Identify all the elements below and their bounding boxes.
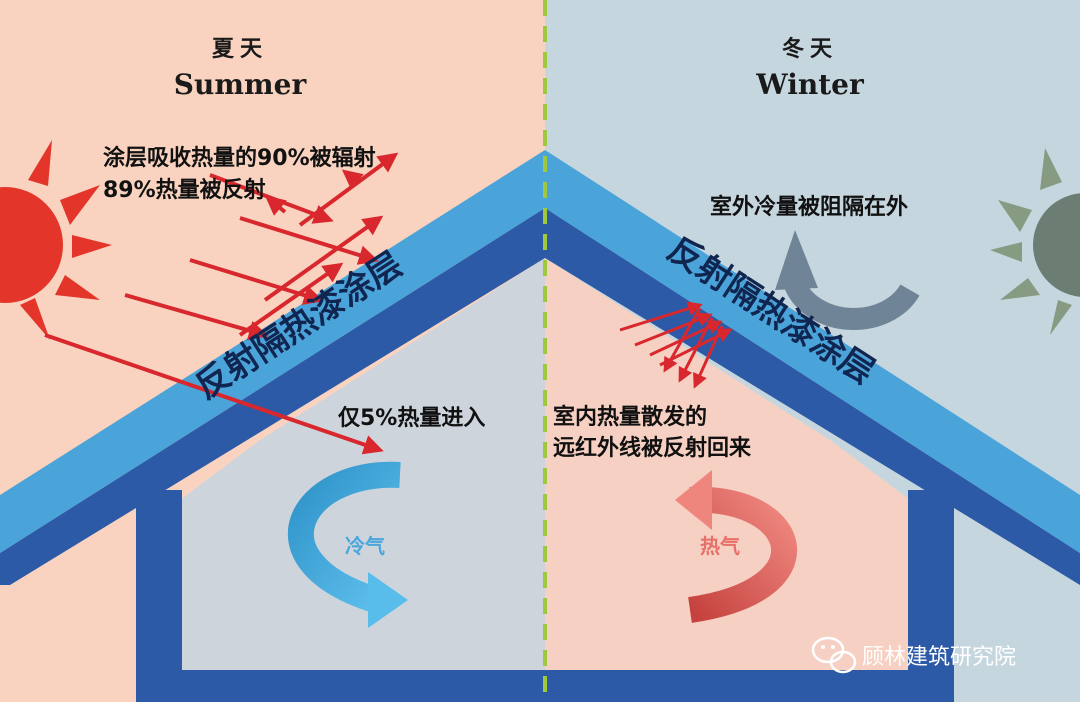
wechat-icon [811,636,857,674]
house-frame [0,208,1080,702]
cold-blocked-note: 室外冷量被阻隔在外 [710,194,908,220]
heat-enter-note: 仅5%热量进入 [338,405,485,431]
sun-icon [0,140,112,340]
watermark-text: 顾林建筑研究院 [862,645,1016,670]
winter-title-cn: 冬天 [782,36,838,62]
winter-title-en: Winter [755,68,865,101]
summer-title-cn: 夏天 [212,36,268,62]
cold-blocked-arrow [775,230,920,330]
cold-air-arrow-icon [287,461,408,628]
summer-title-en: Summer [174,68,308,101]
hot-air-arrow-icon [675,470,797,623]
infrared-note-line1: 室内热量散发的 [553,404,707,430]
absorb-radiate-note: 涂层吸收热量的90%被辐射 [103,145,376,171]
solar-ray-arrows [44,152,399,455]
winter-sun-icon [990,148,1080,335]
reflect-note: 89%热量被反射 [103,177,266,203]
hot-air-label: 热气 [700,534,740,558]
infrared-note-line2: 远红外线被反射回来 [553,435,752,461]
cold-air-label: 冷气 [345,534,385,558]
infrared-ray-arrows [619,301,733,389]
house-interior-winter [545,258,910,672]
